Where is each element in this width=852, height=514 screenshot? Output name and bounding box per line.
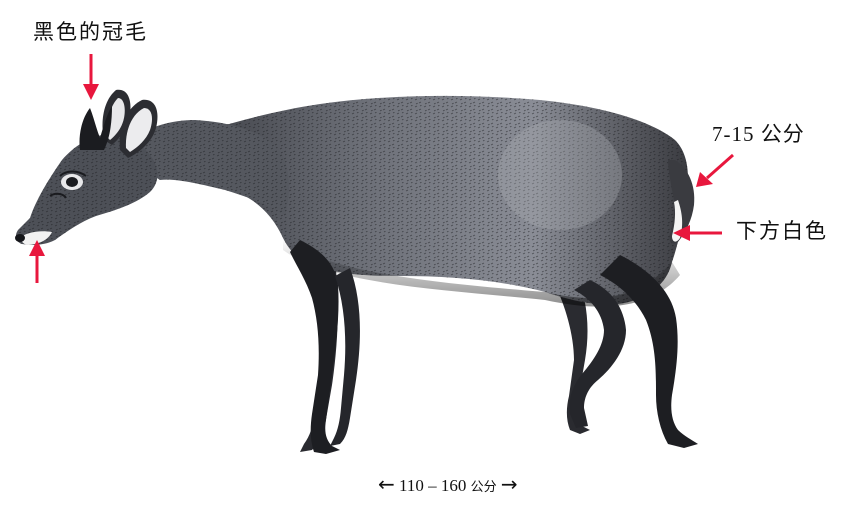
- body-length-range: 110 – 160: [399, 476, 466, 495]
- crest-label: 黑色的冠毛: [33, 16, 148, 46]
- right-arrow-icon: →: [501, 472, 518, 496]
- tail-length-label: 7-15 公分: [712, 118, 805, 148]
- near-fore-leg: [290, 240, 340, 454]
- arrow-mouth: [29, 240, 45, 283]
- arrow-crest: [83, 54, 99, 100]
- body-length-label: ← 110 – 160 公分 →: [378, 472, 518, 496]
- left-arrow-icon: ←: [378, 472, 395, 496]
- body-length-unit: 公分: [471, 480, 497, 495]
- arrow-tail-length: [696, 155, 733, 187]
- tail-underside-label: 下方白色: [736, 215, 828, 245]
